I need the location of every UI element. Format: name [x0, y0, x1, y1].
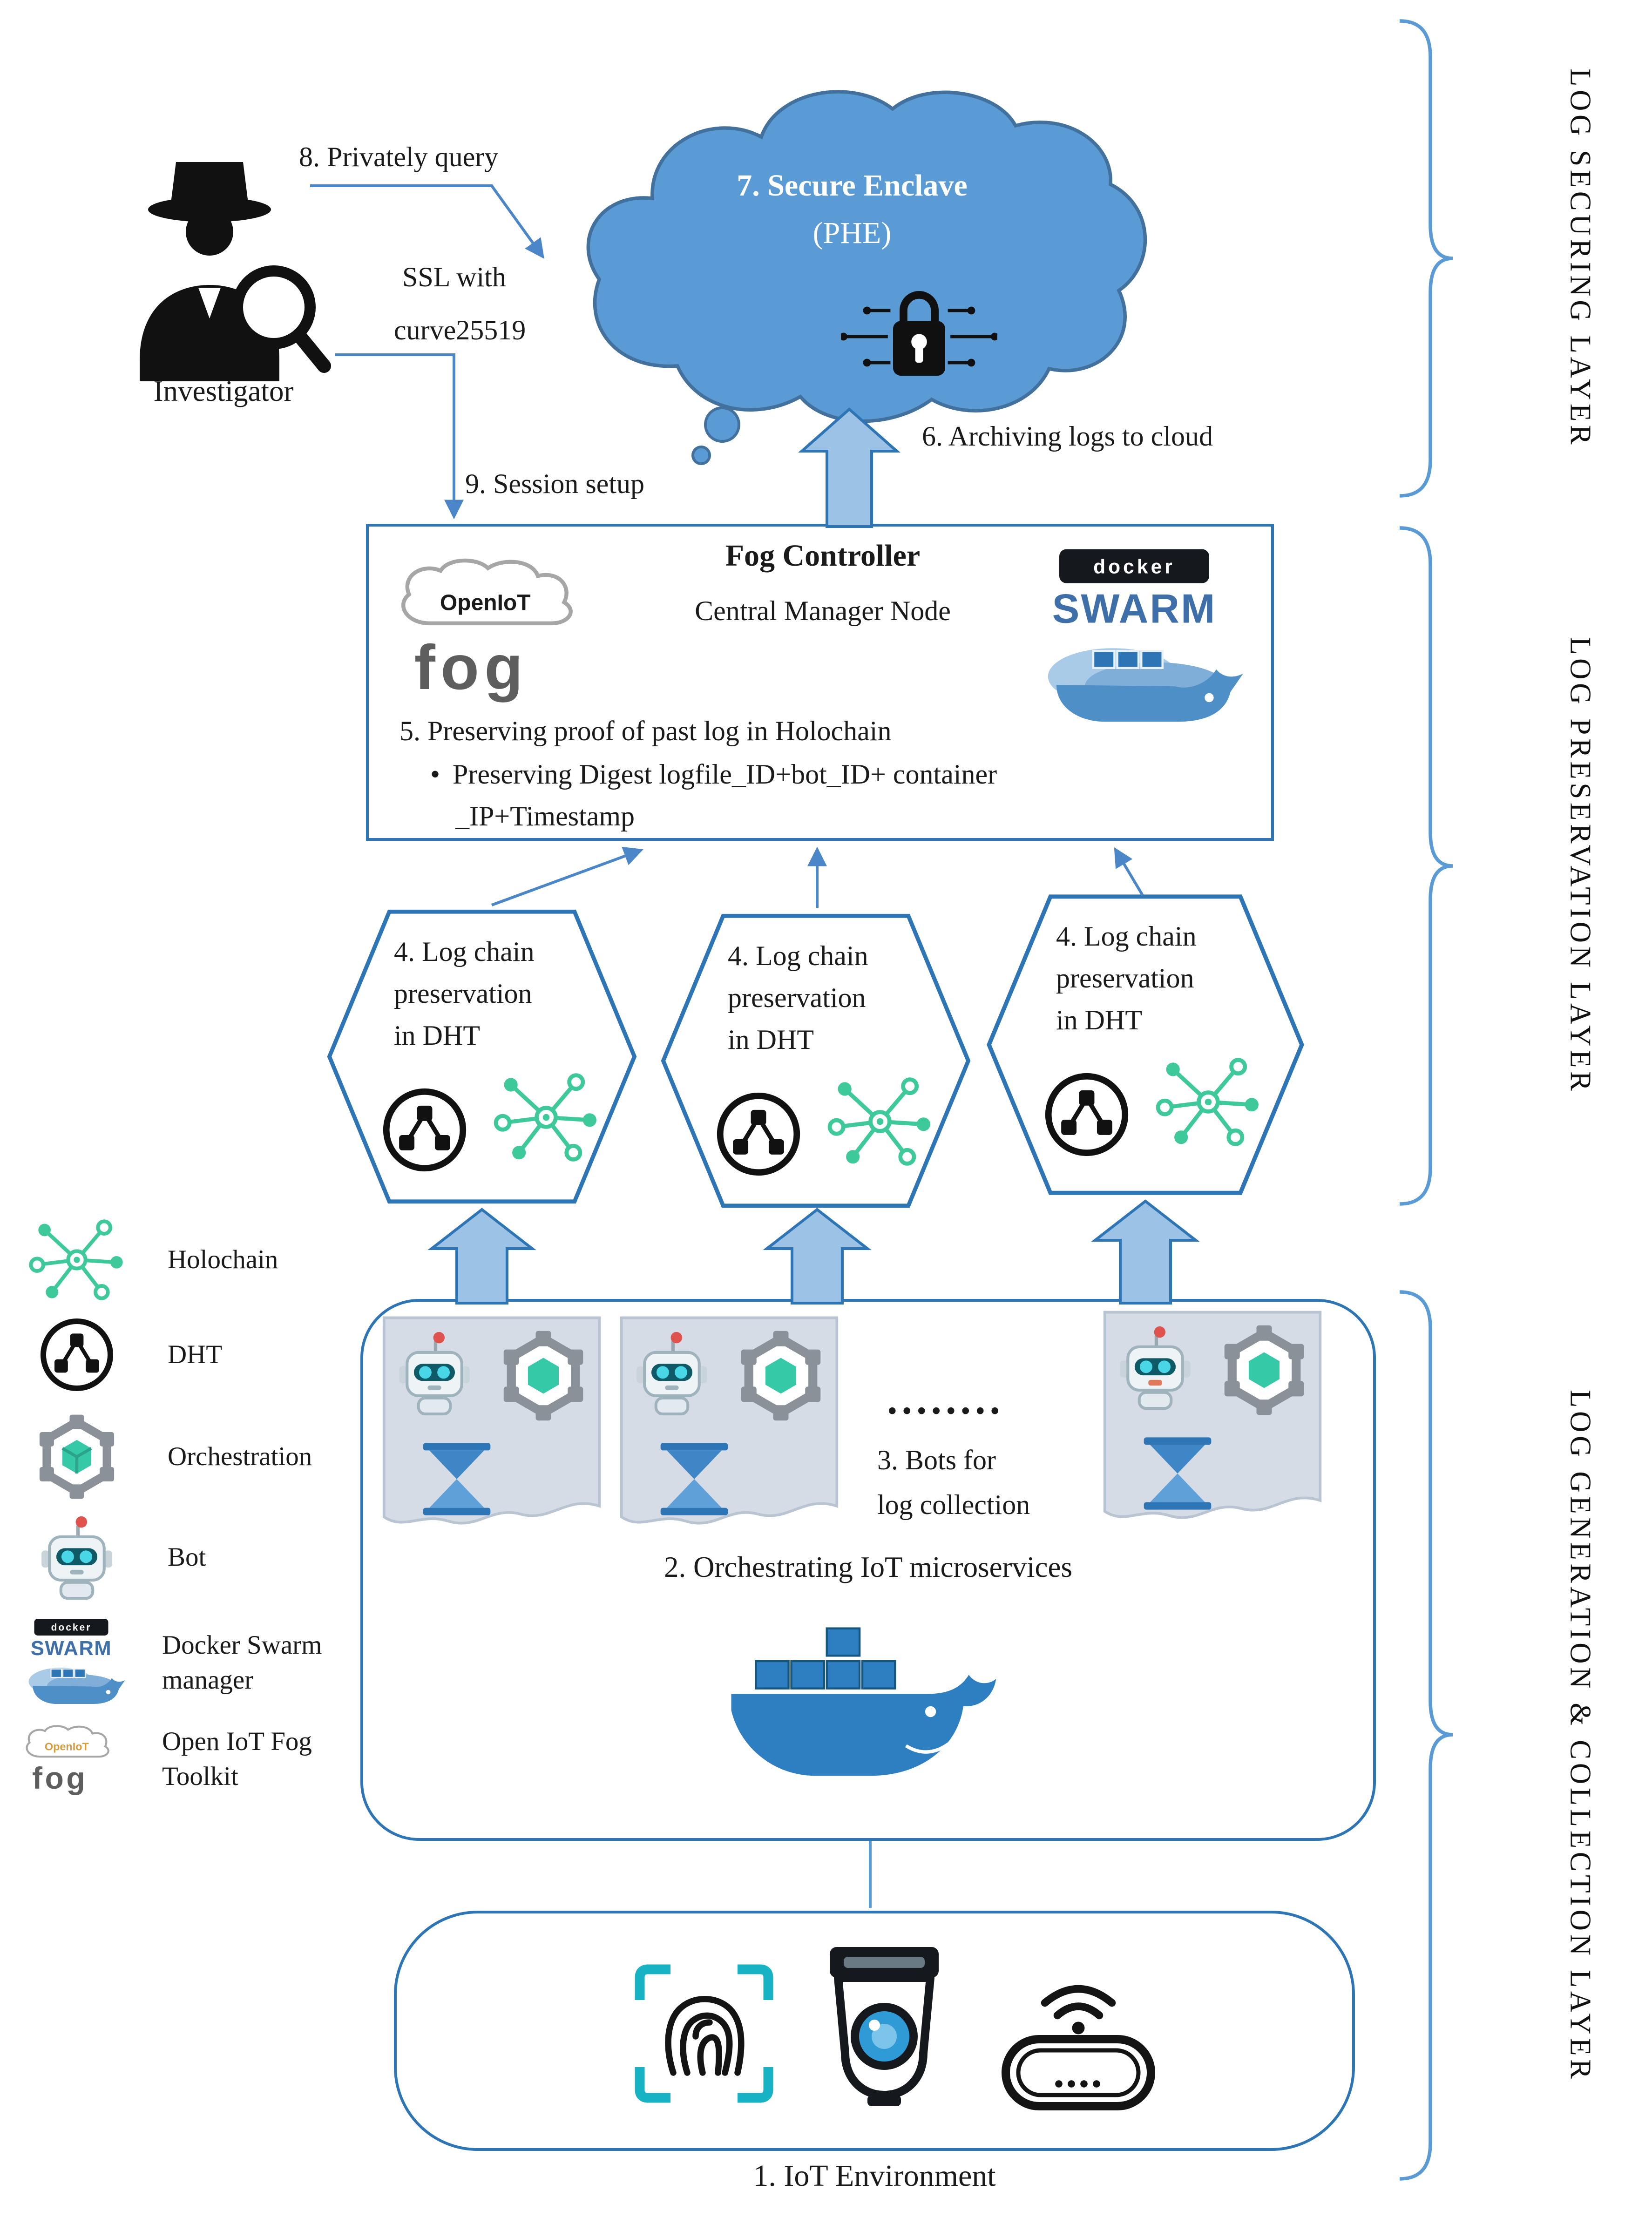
- fog-controller-subtitle: Central Manager Node: [695, 596, 951, 627]
- holochain-icon: [827, 1077, 930, 1166]
- hex2-line3: in DHT: [728, 1025, 814, 1056]
- step9-session-setup-label: 9. Session setup: [465, 469, 645, 500]
- holochain-icon: [17, 1215, 137, 1305]
- hex2-line2: preservation: [728, 983, 866, 1014]
- openiot-fog-logo: OpenIoT fog: [401, 558, 573, 703]
- svg-text:docker: docker: [51, 1622, 92, 1633]
- legend-label: Orchestration: [168, 1442, 312, 1472]
- hex1-line1: 4. Log chain: [394, 937, 535, 968]
- legend-item-dht: DHT: [17, 1316, 222, 1394]
- block-arrow-to-hex1: [427, 1208, 536, 1305]
- block-arrow-to-hex3: [1091, 1199, 1200, 1305]
- bot-card-3: [1101, 1307, 1324, 1542]
- fog-logo-text: fog: [414, 632, 528, 703]
- investigator-label: Investigator: [153, 374, 294, 408]
- orchestration-icon: [17, 1413, 137, 1500]
- iot-device-icon: [1002, 1985, 1155, 2110]
- layer-label-generation: LOG GENERATION & COLLECTION LAYER: [1564, 1389, 1598, 2082]
- docker-swarm-icon: docker SWARM: [11, 1617, 131, 1710]
- legend-label: Holochain: [168, 1245, 278, 1275]
- bot-icon: [1120, 1326, 1191, 1410]
- arrow-hex1-to-fog: [491, 846, 643, 906]
- hex1-line2: preservation: [394, 979, 532, 1010]
- legend-label: Bot: [168, 1542, 206, 1572]
- svg-text:fog: fog: [32, 1761, 88, 1796]
- secure-enclave-cloud: [586, 90, 1147, 465]
- arrow-session-setup: [335, 353, 464, 520]
- step3-label-line2: log collection: [877, 1490, 1030, 1521]
- step6-archiving-label: 6. Archiving logs to cloud: [922, 422, 1213, 453]
- bot-card-1: [380, 1313, 603, 1548]
- legend-item-orchestration: Orchestration: [17, 1413, 312, 1500]
- bot-icon: [17, 1514, 137, 1601]
- step8-privately-query-label: 8. Privately query: [299, 142, 499, 173]
- dht-icon: [383, 1088, 467, 1172]
- step1-label: 1. IoT Environment: [753, 2158, 996, 2193]
- ellipsis-more-bots: ........: [887, 1377, 1004, 1423]
- layer-label-securing: LOG SECURING LAYER: [1564, 68, 1598, 448]
- legend-label: Docker Swarm manager: [162, 1631, 322, 1696]
- swarm-logo-text: SWARM: [1052, 586, 1217, 632]
- dht-icon: [17, 1316, 137, 1394]
- legend-item-docker-swarm: docker SWARM Docker Swarm manager: [11, 1617, 322, 1710]
- step5-bullet-line1: Preserving Digest logfile_ID+bot_ID+ con…: [430, 760, 997, 792]
- openiot-logo-text: OpenIoT: [440, 591, 531, 615]
- bot-card-2: [617, 1313, 841, 1548]
- hex3-line1: 4. Log chain: [1056, 922, 1197, 953]
- orchestration-icon: [1224, 1325, 1304, 1415]
- step5-bullet-line2: _IP+Timestamp: [455, 802, 635, 832]
- orchestration-icon: [503, 1331, 583, 1421]
- hex1-line3: in DHT: [394, 1021, 481, 1052]
- legend-label: Open IoT Fog Toolkit: [162, 1728, 312, 1792]
- investigator-icon: [140, 162, 331, 381]
- dht-hexagon-1: 4. Log chain preservation in DHT: [318, 901, 645, 1212]
- step3-label-line1: 3. Bots for: [877, 1446, 996, 1476]
- legend-item-bot: Bot: [17, 1514, 206, 1601]
- brace-preservation-layer: [1399, 526, 1453, 1206]
- brace-securing-layer: [1399, 19, 1453, 498]
- docker-swarm-logo: docker SWARM: [1048, 549, 1243, 722]
- bot-icon: [636, 1332, 707, 1416]
- fingerprint-scanner-icon: [635, 1964, 773, 2103]
- legend-item-holochain: Holochain: [17, 1215, 278, 1305]
- layer-label-preservation: LOG PRESERVATION LAYER: [1564, 637, 1598, 1095]
- hourglass-icon: [423, 1443, 491, 1515]
- step2-label: 2. Orchestrating IoT microservices: [664, 1550, 1073, 1584]
- holochain-icon: [494, 1073, 596, 1162]
- docker-logo-text: docker: [1093, 556, 1175, 578]
- fog-controller-title: Fog Controller: [725, 538, 921, 573]
- dht-icon: [1045, 1073, 1129, 1156]
- cloud-subtitle: (PHE): [812, 215, 892, 250]
- legend-item-openiot-fog: OpenIoT fog Open IoT Fog Toolkit: [11, 1724, 312, 1796]
- svg-text:SWARM: SWARM: [31, 1637, 112, 1660]
- ssl-label-line2: curve25519: [394, 316, 526, 346]
- orchestration-icon: [741, 1331, 821, 1421]
- docker-whale-icon: [731, 1627, 996, 1776]
- hourglass-icon: [1144, 1437, 1212, 1510]
- ssl-label-line1: SSL with: [402, 263, 506, 293]
- security-camera-icon: [830, 1947, 939, 2106]
- dht-hexagon-2: 4. Log chain preservation in DHT: [652, 905, 979, 1217]
- holochain-icon: [1156, 1058, 1259, 1146]
- step5-label: 5. Preserving proof of past log in Holoc…: [399, 717, 892, 747]
- bot-icon: [399, 1332, 470, 1416]
- openiot-fog-icon: OpenIoT fog: [11, 1724, 131, 1796]
- arrow-privately-query: [310, 184, 544, 259]
- brace-generation-layer: [1399, 1290, 1453, 2181]
- lock-circuit-icon: [841, 291, 997, 376]
- dht-icon: [717, 1092, 800, 1176]
- hourglass-icon: [660, 1443, 728, 1515]
- hex2-line1: 4. Log chain: [728, 941, 868, 972]
- fog-controller-box: Fog Controller Central Manager Node Open…: [366, 524, 1274, 841]
- block-arrow-to-hex2: [763, 1208, 872, 1305]
- legend-label: DHT: [168, 1340, 223, 1370]
- hex3-line3: in DHT: [1056, 1006, 1143, 1036]
- dht-hexagon-3: 4. Log chain preservation in DHT: [978, 886, 1313, 1204]
- hex3-line2: preservation: [1056, 964, 1194, 994]
- cloud-title: 7. Secure Enclave: [737, 168, 968, 203]
- svg-text:OpenIoT: OpenIoT: [45, 1740, 89, 1752]
